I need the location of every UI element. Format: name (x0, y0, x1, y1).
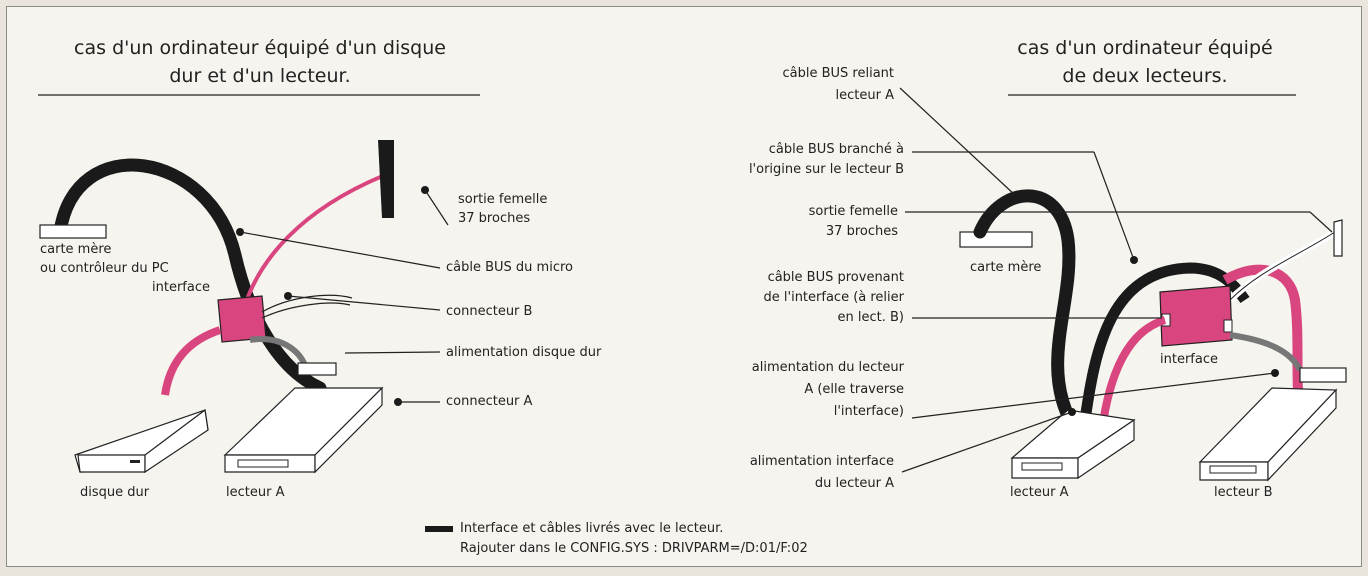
right-drive-a-slot (1021, 462, 1063, 471)
left-hard-disk-led (130, 460, 140, 463)
left-leader-bus (239, 231, 441, 269)
left-output-connector (378, 140, 394, 218)
left-leader-power (344, 351, 441, 354)
right-label-bus-provenant-2: de l'interface (à relier (763, 290, 904, 305)
left-interface-box (217, 295, 267, 343)
right-leader-alim-lecteur (911, 372, 1276, 419)
left-label-bus-micro: câble BUS du micro (446, 260, 573, 275)
right-drive-b-side (1267, 388, 1337, 482)
left-bus-cable (53, 158, 327, 395)
right-label-interface: interface (1160, 352, 1218, 367)
right-label-alim-lecteur-3: l'interface) (833, 404, 904, 419)
left-label-sortie-1: sortie femelle (458, 192, 548, 207)
legend-line-1: Interface et câbles livrés avec le lecte… (460, 521, 724, 536)
right-label-alim-lecteur-2: A (elle traverse (804, 382, 904, 397)
right-leader-bus-reliant (899, 87, 1017, 197)
right-label-bus-reliant-2: lecteur A (835, 88, 894, 103)
left-motherboard-connector (39, 224, 107, 239)
right-drive-a-side (1077, 418, 1135, 480)
left-hard-disk-front (77, 454, 146, 473)
right-leader-bus-branche (1093, 151, 1135, 261)
right-white-cable-outline (1229, 229, 1339, 301)
right-bus-cable (973, 189, 1077, 427)
right-label-alim-lecteur-1: alimentation du lecteur (751, 360, 904, 375)
right-output-connector (1333, 219, 1343, 257)
left-label-connecteur-a: connecteur A (446, 394, 533, 409)
right-label-alim-interface-2: du lecteur A (814, 476, 894, 491)
right-label-sortie-1: sortie femelle (808, 204, 898, 219)
left-label-sortie-2: 37 broches (458, 211, 531, 226)
left-leader-output (424, 189, 449, 226)
left-label-disque-dur: disque dur (80, 485, 150, 500)
right-label-alim-interface-1: alimentation interface (749, 454, 894, 469)
left-label-alimentation: alimentation disque dur (446, 345, 602, 360)
left-connector-b-cable (261, 302, 351, 319)
left-power-connector (297, 362, 337, 376)
right-power-cable (1229, 332, 1303, 372)
right-interface-box (1159, 285, 1233, 347)
right-leader-dot-bus-reliant (1012, 192, 1020, 200)
right-title-line2: de deux lecteurs. (1062, 65, 1228, 87)
left-hard-disk-side (144, 408, 209, 474)
left-connector-b-cable-2 (261, 294, 353, 313)
right-label-bus-branche-2: l'origine sur le lecteur B (748, 162, 904, 177)
right-power-connector (1299, 367, 1347, 383)
left-disk-ribbon (161, 326, 222, 396)
right-title-line1: cas d'un ordinateur équipé (1017, 37, 1273, 59)
right-leader-dot-alim-interface (1068, 408, 1076, 416)
right-label-bus-reliant-1: câble BUS reliant (782, 66, 894, 81)
left-leader-connector-b (287, 295, 441, 311)
legend-swatch (425, 526, 453, 532)
left-label-connecteur-b: connecteur B (446, 304, 533, 319)
left-title-line2: dur et d'un lecteur. (169, 65, 351, 87)
right-leader-dot-bus-branche (1130, 256, 1138, 264)
left-title-line1: cas d'un ordinateur équipé d'un disque (74, 37, 446, 59)
right-leader-alim-interface (901, 411, 1073, 473)
left-drive-a-slot (237, 459, 289, 468)
left-label-carte-mere-1: carte mère (40, 242, 112, 257)
left-label-interface: interface (152, 280, 210, 295)
right-pink-bus-b (1222, 264, 1305, 413)
right-label-lecteur-b: lecteur B (1214, 485, 1273, 500)
right-drive-b-slot (1209, 465, 1257, 474)
left-label-lecteur-a: lecteur A (226, 485, 285, 500)
right-leader-dot-alim-lecteur (1271, 369, 1279, 377)
right-label-lecteur-a: lecteur A (1010, 485, 1069, 500)
left-label-carte-mere-2: ou contrôleur du PC (40, 261, 169, 276)
right-interface-port-b (1223, 319, 1233, 333)
right-label-bus-branche-1: câble BUS branché à (768, 142, 904, 157)
right-label-sortie-2: 37 broches (825, 224, 898, 239)
right-label-bus-provenant-1: câble BUS provenant (767, 270, 904, 285)
right-motherboard-connector (959, 231, 1033, 248)
right-ribbon-a (1098, 316, 1167, 431)
left-pink-cable-output (243, 173, 386, 306)
left-drive-a-side (314, 386, 383, 474)
legend-line-2: Rajouter dans le CONFIG.SYS : DRIVPARM=/… (460, 541, 808, 556)
right-leader-output (1309, 211, 1333, 233)
right-label-bus-provenant-3: en lect. B) (837, 310, 904, 325)
right-label-carte-mere: carte mère (970, 260, 1042, 275)
